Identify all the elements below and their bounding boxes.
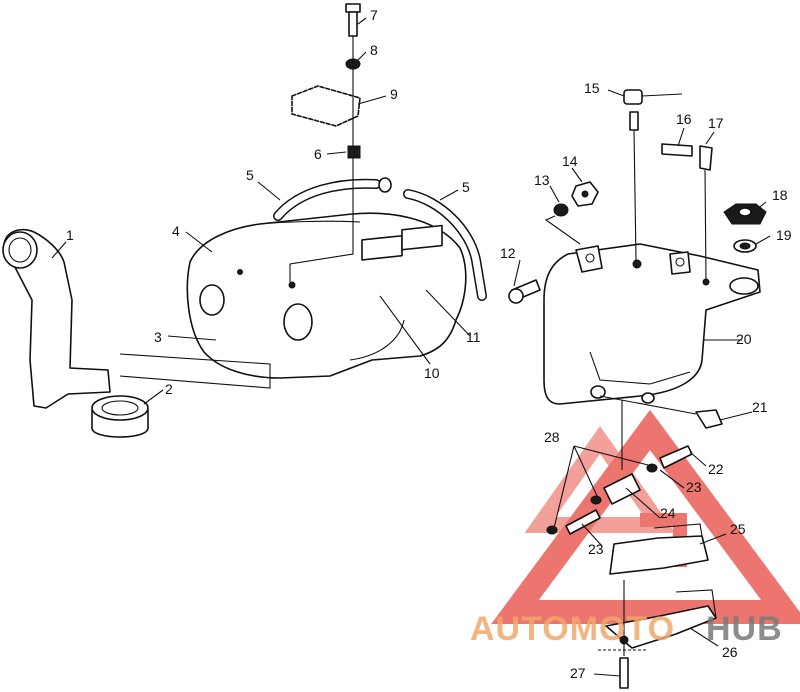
intake-pipe <box>2 228 111 409</box>
callout-27: 27 <box>570 665 586 681</box>
mount-nut <box>571 181 599 207</box>
vent-line <box>704 169 707 281</box>
callout-10: 10 <box>424 365 440 381</box>
retainer-bracket <box>609 523 709 575</box>
callout-23-upper: 23 <box>686 479 702 495</box>
callout-2: 2 <box>165 381 173 397</box>
callout-21: 21 <box>752 399 768 415</box>
watermark-text-hub: HUB <box>706 610 783 648</box>
callout-8: 8 <box>370 42 378 58</box>
clamp-ring-1 <box>646 463 658 473</box>
mounting-bolt <box>508 279 541 304</box>
bracket-plate <box>291 85 361 127</box>
callout-13: 13 <box>534 172 550 188</box>
cap-gasket <box>733 239 757 253</box>
watermark-text-auto: AUTOMOTO <box>470 610 675 648</box>
callout-25: 25 <box>730 521 746 537</box>
tank-cap <box>723 203 767 225</box>
callout-5-right: 5 <box>462 179 470 195</box>
sensor-line <box>633 129 637 261</box>
hose-clamp <box>695 409 723 429</box>
drain-grommet <box>91 395 149 438</box>
callout-22: 22 <box>708 461 724 477</box>
callout-6: 6 <box>314 146 322 162</box>
airbox-housing <box>186 212 467 379</box>
watermark-wordmark: AUTOMOTO HUB <box>470 610 783 648</box>
callout-7: 7 <box>370 7 378 23</box>
inline-filter <box>603 473 641 505</box>
callout-20: 20 <box>736 331 752 347</box>
screw-bolt <box>345 3 361 37</box>
callout-1: 1 <box>66 227 74 243</box>
callout-26: 26 <box>722 644 738 660</box>
callout-18: 18 <box>772 187 788 203</box>
clamp-ring-2 <box>590 495 602 505</box>
stack-leader <box>289 158 354 282</box>
vent-hose-right <box>403 189 487 301</box>
callout-28: 28 <box>544 429 560 445</box>
callout-5-left: 5 <box>246 167 254 183</box>
callout-17: 17 <box>708 115 724 131</box>
clamp-ring-3 <box>546 525 558 535</box>
callout-4: 4 <box>172 223 180 239</box>
callout-24: 24 <box>660 505 676 521</box>
callout-14: 14 <box>562 153 578 169</box>
callout-9: 9 <box>390 86 398 102</box>
level-sensor <box>623 89 683 131</box>
leader-lines <box>51 17 771 677</box>
callout-23-lower: 23 <box>588 541 604 557</box>
mount-washer <box>553 203 569 217</box>
callout-19: 19 <box>776 227 792 243</box>
callout-11: 11 <box>466 329 481 345</box>
vent-fitting <box>661 143 713 171</box>
hose-barb-lower <box>565 509 601 535</box>
mount-leader <box>544 215 581 245</box>
feed-line <box>599 395 697 415</box>
oil-tank <box>543 243 761 405</box>
plate-screw <box>598 649 646 689</box>
callout-15: 15 <box>584 80 600 96</box>
nut <box>347 145 361 159</box>
callout-3: 3 <box>154 329 162 345</box>
callout-16: 16 <box>676 111 692 127</box>
vent-hose-left <box>273 177 392 221</box>
callout-12: 12 <box>500 245 516 261</box>
